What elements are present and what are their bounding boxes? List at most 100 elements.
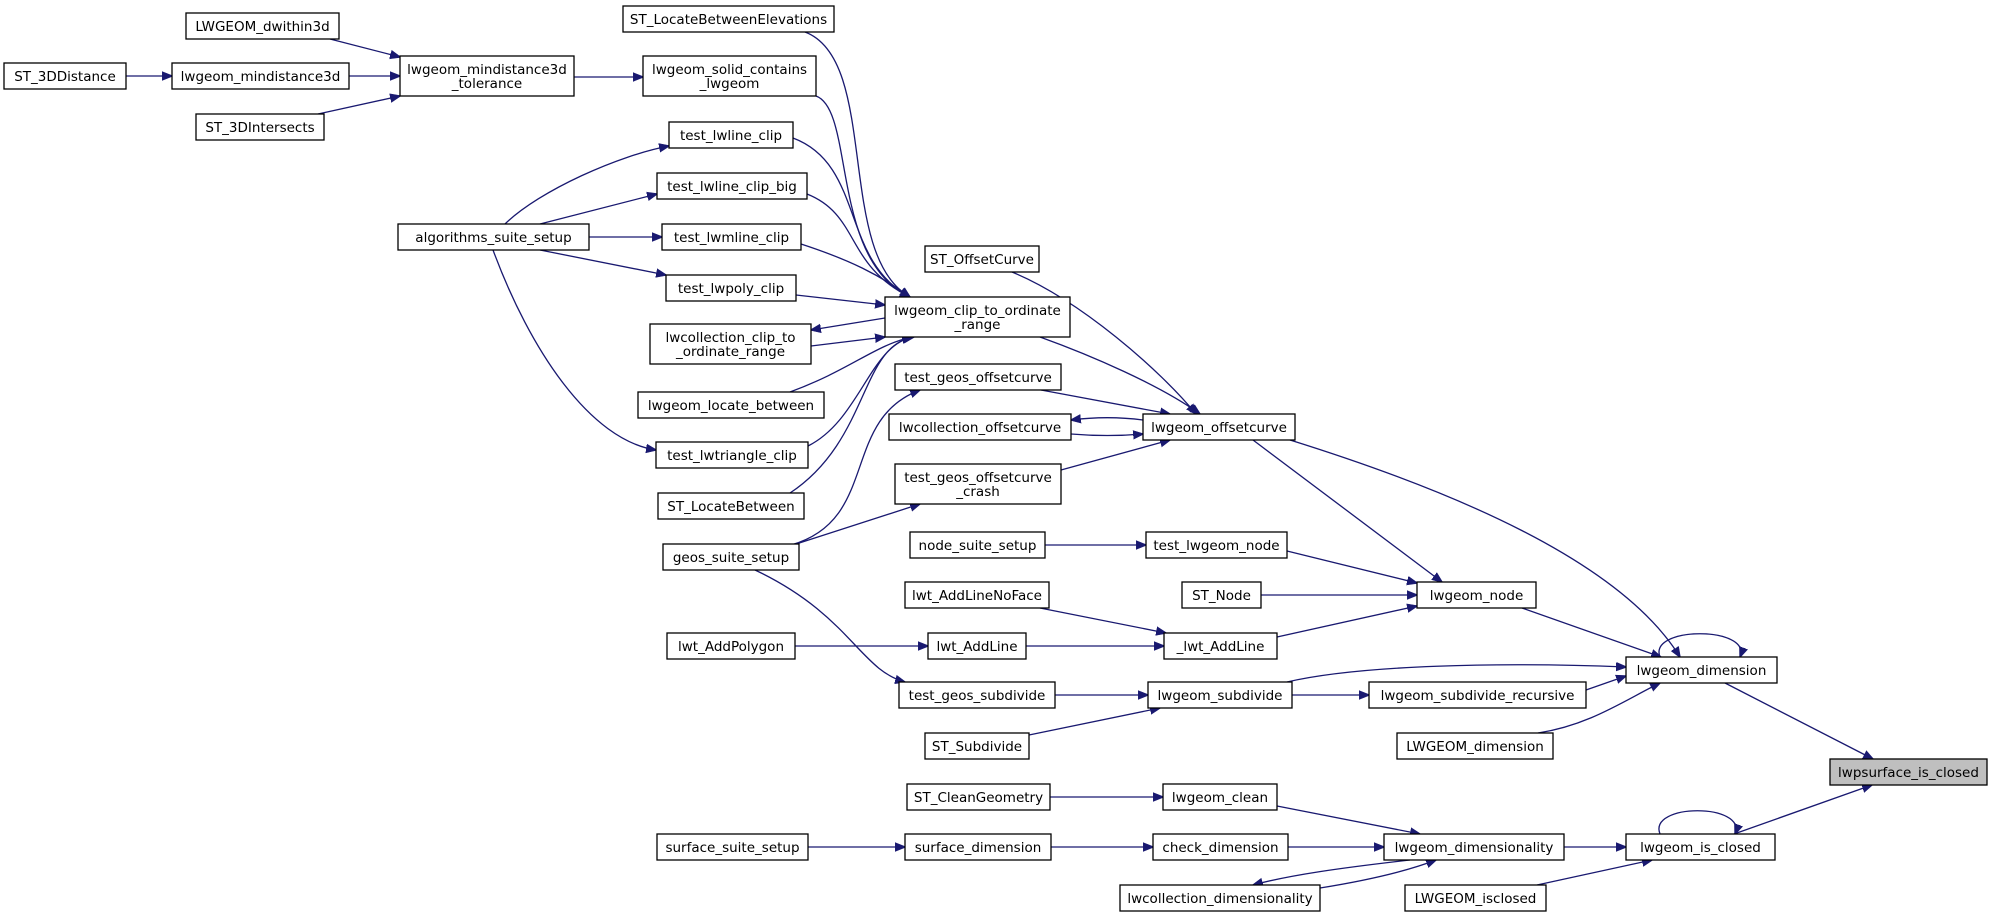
node-test_lwgeom_node[interactable]: test_lwgeom_node — [1145, 531, 1288, 559]
node-test_lwline_clip[interactable]: test_lwline_clip — [668, 121, 794, 149]
node-lwt_AddPolygon[interactable]: lwt_AddPolygon — [666, 632, 796, 660]
edge-ST_LocateBetween-to-lwgeom_clip_to_ordinate_range — [789, 337, 914, 494]
edge-arrow — [1253, 859, 1411, 885]
node-box — [657, 492, 805, 520]
node-box — [1625, 833, 1776, 861]
node-check_dimension[interactable]: check_dimension — [1152, 833, 1289, 861]
edge-arrow — [1276, 805, 1420, 834]
node-lwcollection_dimensionality[interactable]: lwcollection_dimensionality — [1119, 884, 1321, 912]
node-label: lwgeom_node — [1430, 588, 1524, 604]
node-test_lwpoly_clip[interactable]: test_lwpoly_clip — [665, 274, 797, 302]
node-lwgeom_dimension[interactable]: lwgeom_dimension — [1625, 656, 1778, 684]
node-ST_Node[interactable]: ST_Node — [1181, 581, 1262, 609]
node-test_geos_offsetcurve_crash[interactable]: test_geos_offsetcurve_crash — [894, 463, 1062, 505]
node-label: ST_Node — [1192, 588, 1251, 604]
edge-lwcollection_clip_to_ordinate_range-to-lwgeom_clip_to_ordinate_range — [810, 337, 885, 347]
node-test_lwtriangle_clip[interactable]: test_lwtriangle_clip — [655, 441, 809, 469]
node-test_geos_offsetcurve[interactable]: test_geos_offsetcurve — [894, 363, 1062, 391]
node-lwcollection_clip_to_ordinate_range[interactable]: lwcollection_clip_to_ordinate_range — [649, 323, 812, 365]
node-box — [924, 245, 1040, 273]
node-surface_dimension[interactable]: surface_dimension — [904, 833, 1052, 861]
node-box — [1162, 783, 1278, 811]
node-label: lwcollection_dimensionality — [1127, 891, 1312, 907]
node-ST_3DDistance[interactable]: ST_3DDistance — [3, 62, 127, 90]
node-box — [1163, 632, 1278, 660]
node-LWGEOM_dwithin3d[interactable]: LWGEOM_dwithin3d — [185, 12, 340, 40]
node-lwgeom_locate_between[interactable]: lwgeom_locate_between — [637, 391, 825, 419]
edge-lwgeom_offsetcurve-to-lwgeom_node — [1252, 439, 1442, 582]
node-surface_suite_setup[interactable]: surface_suite_setup — [656, 833, 809, 861]
node-box — [888, 413, 1072, 441]
node-_lwt_AddLine[interactable]: _lwt_AddLine — [1163, 632, 1278, 660]
node-label: lwt_AddPolygon — [678, 639, 784, 655]
node-ST_LocateBetweenElevations[interactable]: ST_LocateBetweenElevations — [622, 5, 835, 33]
node-label: _lwgeom — [699, 76, 760, 92]
node-box — [1368, 681, 1587, 709]
node-lwgeom_solid_contains_lwgeom[interactable]: lwgeom_solid_contains_lwgeom — [642, 55, 817, 97]
node-box — [884, 296, 1071, 338]
node-label: test_lwmline_clip — [674, 230, 789, 246]
edge-arrow — [504, 146, 669, 225]
node-lwt_AddLine[interactable]: lwt_AddLine — [927, 632, 1027, 660]
node-lwgeom_node[interactable]: lwgeom_node — [1416, 581, 1537, 609]
edge-arrow — [317, 96, 400, 115]
node-lwpsurface_is_closed[interactable]: lwpsurface_is_closed — [1829, 758, 1988, 786]
node-LWGEOM_dimension[interactable]: LWGEOM_dimension — [1396, 732, 1554, 760]
node-label: LWGEOM_isclosed — [1415, 891, 1537, 907]
node-test_lwmline_clip[interactable]: test_lwmline_clip — [661, 223, 802, 251]
node-ST_3DIntersects[interactable]: ST_3DIntersects — [195, 113, 325, 141]
node-label: ST_LocateBetween — [667, 499, 794, 515]
node-lwgeom_dimensionality[interactable]: lwgeom_dimensionality — [1383, 833, 1565, 861]
node-lwgeom_clean[interactable]: lwgeom_clean — [1162, 783, 1278, 811]
node-label: surface_dimension — [915, 840, 1042, 856]
node-ST_CleanGeometry[interactable]: ST_CleanGeometry — [906, 783, 1051, 811]
node-lwgeom_offsetcurve[interactable]: lwgeom_offsetcurve — [1142, 413, 1296, 441]
node-label: lwgeom_offsetcurve — [1151, 420, 1287, 436]
edge-lwcollection_offsetcurve-to-lwgeom_offsetcurve — [1070, 434, 1143, 436]
node-node_suite_setup[interactable]: node_suite_setup — [909, 531, 1046, 559]
node-box — [898, 681, 1056, 709]
edge-geos_suite_setup-to-test_geos_offsetcurve_crash — [789, 504, 920, 547]
node-test_geos_subdivide[interactable]: test_geos_subdivide — [898, 681, 1056, 709]
node-box — [1145, 531, 1288, 559]
node-lwgeom_subdivide_recursive[interactable]: lwgeom_subdivide_recursive — [1368, 681, 1587, 709]
edge-algorithms_suite_setup-to-test_lwline_clip — [504, 146, 669, 225]
node-label: surface_suite_setup — [665, 840, 799, 856]
node-ST_Subdivide[interactable]: ST_Subdivide — [924, 732, 1030, 760]
node-label: lwgeom_clip_to_ordinate — [894, 303, 1061, 319]
edge-lwgeom_is_closed-to-lwgeom_is_closed — [1658, 810, 1736, 834]
node-lwgeom_subdivide[interactable]: lwgeom_subdivide — [1147, 681, 1293, 709]
edge-geos_suite_setup-to-test_geos_offsetcurve — [790, 390, 920, 546]
edge-test_geos_offsetcurve-to-lwgeom_offsetcurve — [1040, 389, 1170, 414]
node-box — [906, 783, 1051, 811]
edge-arrow — [1011, 271, 1196, 414]
node-label: LWGEOM_dimension — [1406, 739, 1544, 755]
edge-test_lwgeom_node-to-lwgeom_node — [1286, 550, 1417, 583]
node-label: algorithms_suite_setup — [415, 230, 571, 246]
node-ST_LocateBetween[interactable]: ST_LocateBetween — [657, 492, 805, 520]
edge-arrow — [789, 504, 920, 547]
node-label: ST_LocateBetweenElevations — [630, 12, 827, 28]
node-label: lwgeom_solid_contains — [652, 62, 807, 78]
node-algorithms_suite_setup[interactable]: algorithms_suite_setup — [397, 223, 590, 251]
node-label: lwgeom_is_closed — [1640, 840, 1761, 856]
node-label: _tolerance — [451, 76, 522, 92]
node-box — [894, 463, 1062, 505]
node-geos_suite_setup[interactable]: geos_suite_setup — [662, 543, 800, 571]
edge-test_lwpoly_clip-to-lwgeom_clip_to_ordinate_range — [795, 294, 885, 305]
edge-arrow — [1536, 860, 1652, 886]
node-ST_OffsetCurve[interactable]: ST_OffsetCurve — [924, 245, 1040, 273]
node-test_lwline_clip_big[interactable]: test_lwline_clip_big — [656, 172, 808, 200]
node-label: test_geos_subdivide — [909, 688, 1046, 704]
node-box — [195, 113, 325, 141]
node-lwgeom_clip_to_ordinate_range[interactable]: lwgeom_clip_to_ordinate_range — [884, 296, 1071, 338]
node-LWGEOM_isclosed[interactable]: LWGEOM_isclosed — [1404, 884, 1547, 912]
node-box — [665, 274, 797, 302]
edge-algorithms_suite_setup-to-test_lwline_clip_big — [539, 194, 657, 225]
node-lwt_AddLineNoFace[interactable]: lwt_AddLineNoFace — [904, 581, 1050, 609]
node-lwgeom_mindistance3d[interactable]: lwgeom_mindistance3d — [171, 62, 350, 90]
edge-arrow — [1071, 418, 1144, 420]
node-lwgeom_is_closed[interactable]: lwgeom_is_closed — [1625, 833, 1776, 861]
node-lwgeom_mindistance3d_tolerance[interactable]: lwgeom_mindistance3d_tolerance — [399, 55, 575, 97]
node-lwcollection_offsetcurve[interactable]: lwcollection_offsetcurve — [888, 413, 1072, 441]
